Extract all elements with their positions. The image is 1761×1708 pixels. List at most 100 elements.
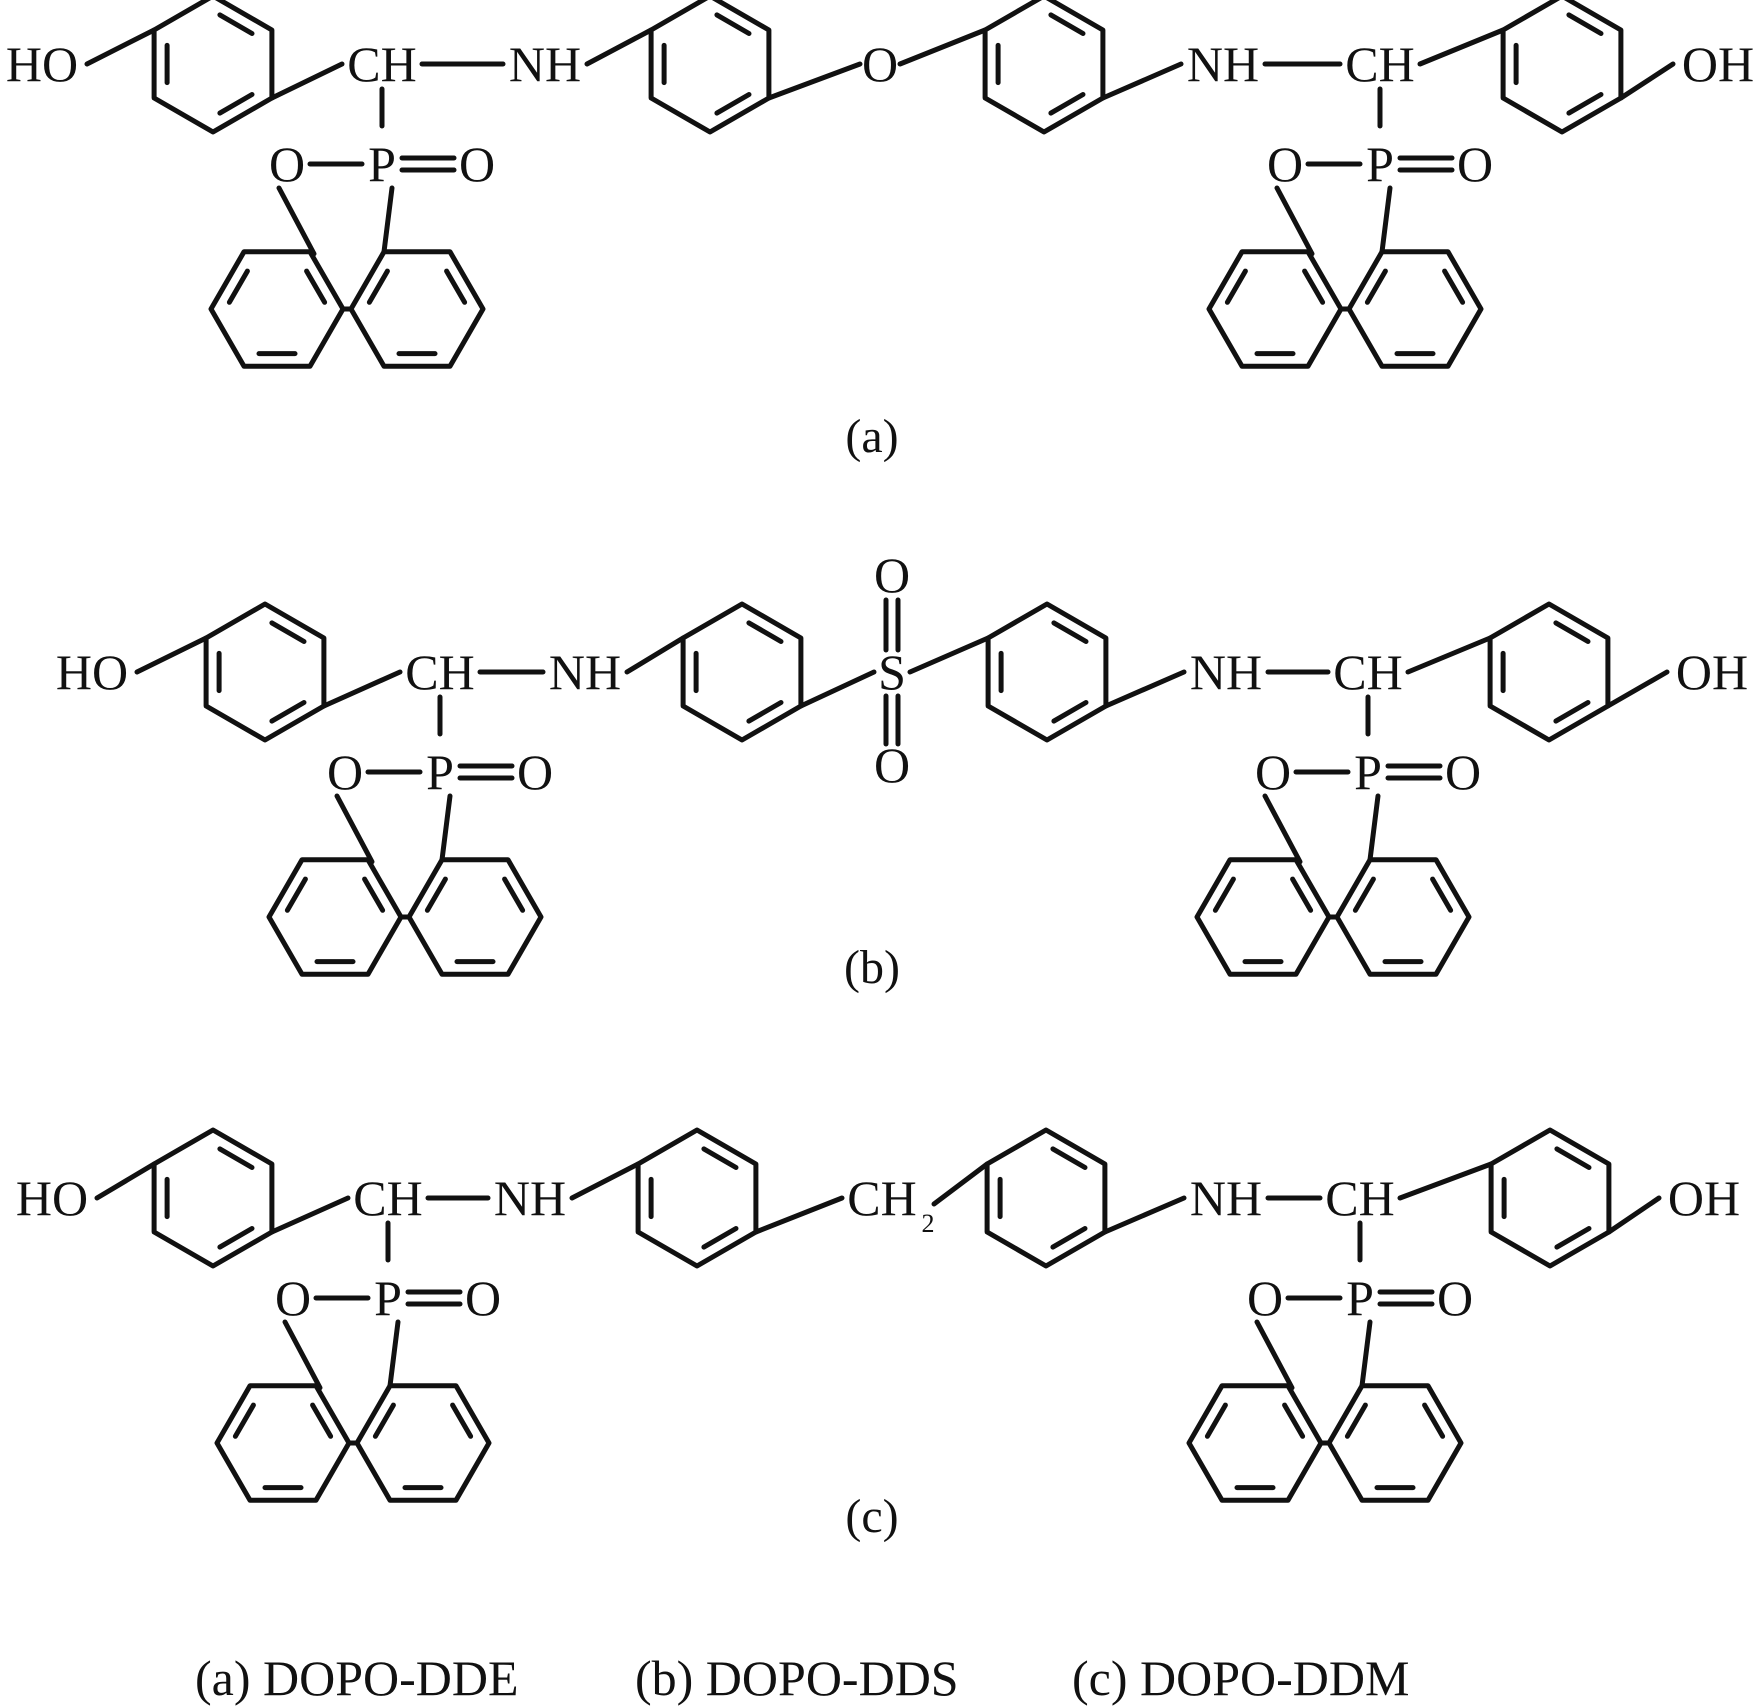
panel-b-right-ring-oxygen: O <box>1255 744 1291 800</box>
panel-b-right-phenol-ring-double-bond <box>1553 620 1591 644</box>
panel-a-nh-aryl-bond-left <box>584 27 654 67</box>
panel-a-nh-aryl-bond-right <box>1100 61 1184 101</box>
panel-c-left-phenol-ring-double-bond <box>217 1226 255 1250</box>
panel-b-left-amine: NH <box>549 644 621 700</box>
panel-c-aniline-ring-right-double-bond <box>1050 1226 1088 1250</box>
panel-b-left-phosphoryl-oxygen: O <box>517 744 553 800</box>
panel-b-left-biphenyl-ring-right <box>406 857 544 977</box>
panel-b-left-methine: CH <box>405 644 474 700</box>
panel-b-right-biphenyl-ring-left <box>1194 857 1332 977</box>
panel-c-methylene-subscript: 2 <box>922 1209 935 1238</box>
panel-b-left-biphenyl-ring-right-double-bond <box>424 876 448 913</box>
panel-a-left-biphenyl-ring-left-double-bond <box>304 268 328 305</box>
panel-b-right-methine: CH <box>1333 644 1402 700</box>
panel-a-aniline-ring-right <box>982 0 1106 135</box>
panel-a-left-biphenyl-ring-right-double-bond <box>444 268 468 305</box>
panel-c-right-ring-oxygen: O <box>1247 1270 1283 1326</box>
panel-a-aniline-ring-left <box>648 0 772 135</box>
panel-b-sulfonyl-oxygen-top: O <box>874 547 910 603</box>
panel-c-right-biphenyl-ring-right-double-bond <box>1344 1402 1368 1439</box>
caption-dopo-dde: (a) DOPO-DDE <box>195 1650 519 1706</box>
panel-b-right-phosphoryl-oxygen: O <box>1445 744 1481 800</box>
panel-c-right-biphenyl-ring-left-double-bond <box>1204 1402 1228 1439</box>
panel-c-right-amine: NH <box>1190 1170 1262 1226</box>
panel-a-left-ho-bond <box>84 27 157 67</box>
panel-b-right-biphenyl-ring-left-double-bond <box>1212 876 1236 913</box>
panel-a-right-biphenyl-ring-right-double-bond <box>1364 268 1388 305</box>
panel-c-left-methine: CH <box>353 1170 422 1226</box>
panel-b-right-p-aryl-bond <box>1367 793 1381 863</box>
panel-b-aniline-ring-right-double-bond <box>1051 700 1089 724</box>
panel-c-right-o-aryl-bond <box>1254 1319 1295 1391</box>
panel-a-right-biphenyl-ring-left <box>1206 249 1344 369</box>
panel-a-right-phosphoryl-oxygen: O <box>1457 136 1493 192</box>
panel-a-left-phenol-ring-double-bond <box>217 92 255 116</box>
panel-c-left-biphenyl-ring-right-double-bond <box>372 1402 396 1439</box>
panel-a-right-biphenyl-ring-left-double-bond <box>1224 268 1248 305</box>
panel-b-right-biphenyl-ring-right-double-bond <box>1352 876 1376 913</box>
panel-c-left-biphenyl-ring-right-double-bond <box>450 1402 474 1439</box>
panel-c-left-ring-oxygen: O <box>275 1270 311 1326</box>
panel-b-right-phenol-ring <box>1487 601 1611 743</box>
panel-c-left-biphenyl-ring-right <box>354 1383 492 1503</box>
panel-a-right-phenol-ring-double-bond <box>1566 92 1604 116</box>
panel-b-label: (b) <box>844 941 900 994</box>
panel-b-aniline-ring-right <box>985 601 1109 743</box>
panel-c-aniline-ring-right <box>984 1127 1108 1269</box>
panel-a-right-oh-bond <box>1618 61 1676 101</box>
panel-c-right-oh-bond <box>1606 1195 1662 1235</box>
panel-c-nh-aryl-bond-left <box>569 1161 641 1201</box>
panel-a-left-phenol-ring <box>151 0 275 135</box>
panel-b-right-oh-bond <box>1605 669 1670 709</box>
panel-c-left-o-aryl-bond <box>282 1319 323 1391</box>
panel-c-right-biphenyl-ring-right <box>1326 1383 1464 1503</box>
panel-a-right-biphenyl-ring-right-double-bond <box>1442 268 1466 305</box>
panel-a-left-aryl-ch-bond <box>269 61 345 101</box>
panel-a-right-p-aryl-bond <box>1379 185 1393 255</box>
panel-b-left-phosphorus: P <box>426 744 454 800</box>
panel-a-right-phenol-ring <box>1500 0 1624 135</box>
panel-c-right-biphenyl-ring-left <box>1186 1383 1324 1503</box>
panel-b-right-biphenyl-ring-left-double-bond <box>1290 876 1314 913</box>
panel-b-left-biphenyl-ring-left-double-bond <box>362 876 386 913</box>
panel-c-aniline-ring-right-double-bond <box>1050 1146 1088 1170</box>
panel-b-right-amine: NH <box>1190 644 1262 700</box>
panel-c-right-biphenyl-ring-left-double-bond <box>1282 1402 1306 1439</box>
bond-lines <box>84 0 1676 1503</box>
panel-c-right-phenol-ring-double-bond <box>1554 1226 1592 1250</box>
panel-c-right-phenol-ring <box>1488 1127 1612 1269</box>
panel-a-right-aryl-ch-bond <box>1417 27 1506 67</box>
panel-a-left-methine: CH <box>347 36 416 92</box>
panel-a-right-phosphorus: P <box>1366 136 1394 192</box>
panel-c-right-aryl-ch-bond <box>1397 1161 1494 1201</box>
panel-a-right-phenol-ring-double-bond <box>1566 12 1604 36</box>
panel-c-left-hydroxyl: HO <box>16 1170 88 1226</box>
panel-b-aniline-ring-left-double-bond <box>746 700 784 724</box>
panel-b-right-phosphorus: P <box>1354 744 1382 800</box>
panel-c-left-phosphorus: P <box>374 1270 402 1326</box>
panel-c-left-p-aryl-bond <box>387 1319 401 1389</box>
panel-b-nh-aryl-bond-right <box>1103 669 1187 709</box>
panel-c-methylene: CH <box>847 1170 916 1226</box>
panel-a-right-methine: CH <box>1345 36 1414 92</box>
panel-c-ch2-aryl-bond <box>931 1161 990 1207</box>
panel-c-left-phosphoryl-oxygen: O <box>465 1270 501 1326</box>
panel-a-aniline-ring-right-double-bond <box>1048 12 1086 36</box>
panel-a-left-o-aryl-bond <box>276 185 317 257</box>
panel-b-aryl-s-bond <box>798 669 877 709</box>
panel-a-left-hydroxyl: HO <box>6 36 78 92</box>
panel-c-right-p-aryl-bond <box>1359 1319 1373 1389</box>
panel-b-left-p-aryl-bond <box>439 793 453 863</box>
panel-a-aniline-ring-left-double-bond <box>714 92 752 116</box>
panel-b-left-aryl-ch-bond <box>321 669 403 709</box>
panel-a-left-ring-oxygen: O <box>269 136 305 192</box>
panel-c-right-phenol-ring-double-bond <box>1554 1146 1592 1170</box>
panel-a-label: (a) <box>845 410 898 463</box>
panel-c-left-phenol-ring-double-bond <box>217 1146 255 1170</box>
panel-b-aniline-ring-left <box>680 601 804 743</box>
panel-c-left-biphenyl-ring-left <box>214 1383 352 1503</box>
panel-a-left-biphenyl-ring-right-double-bond <box>366 268 390 305</box>
panel-c-left-biphenyl-ring-left-double-bond <box>232 1402 256 1439</box>
panel-a-right-biphenyl-ring-right <box>1346 249 1484 369</box>
